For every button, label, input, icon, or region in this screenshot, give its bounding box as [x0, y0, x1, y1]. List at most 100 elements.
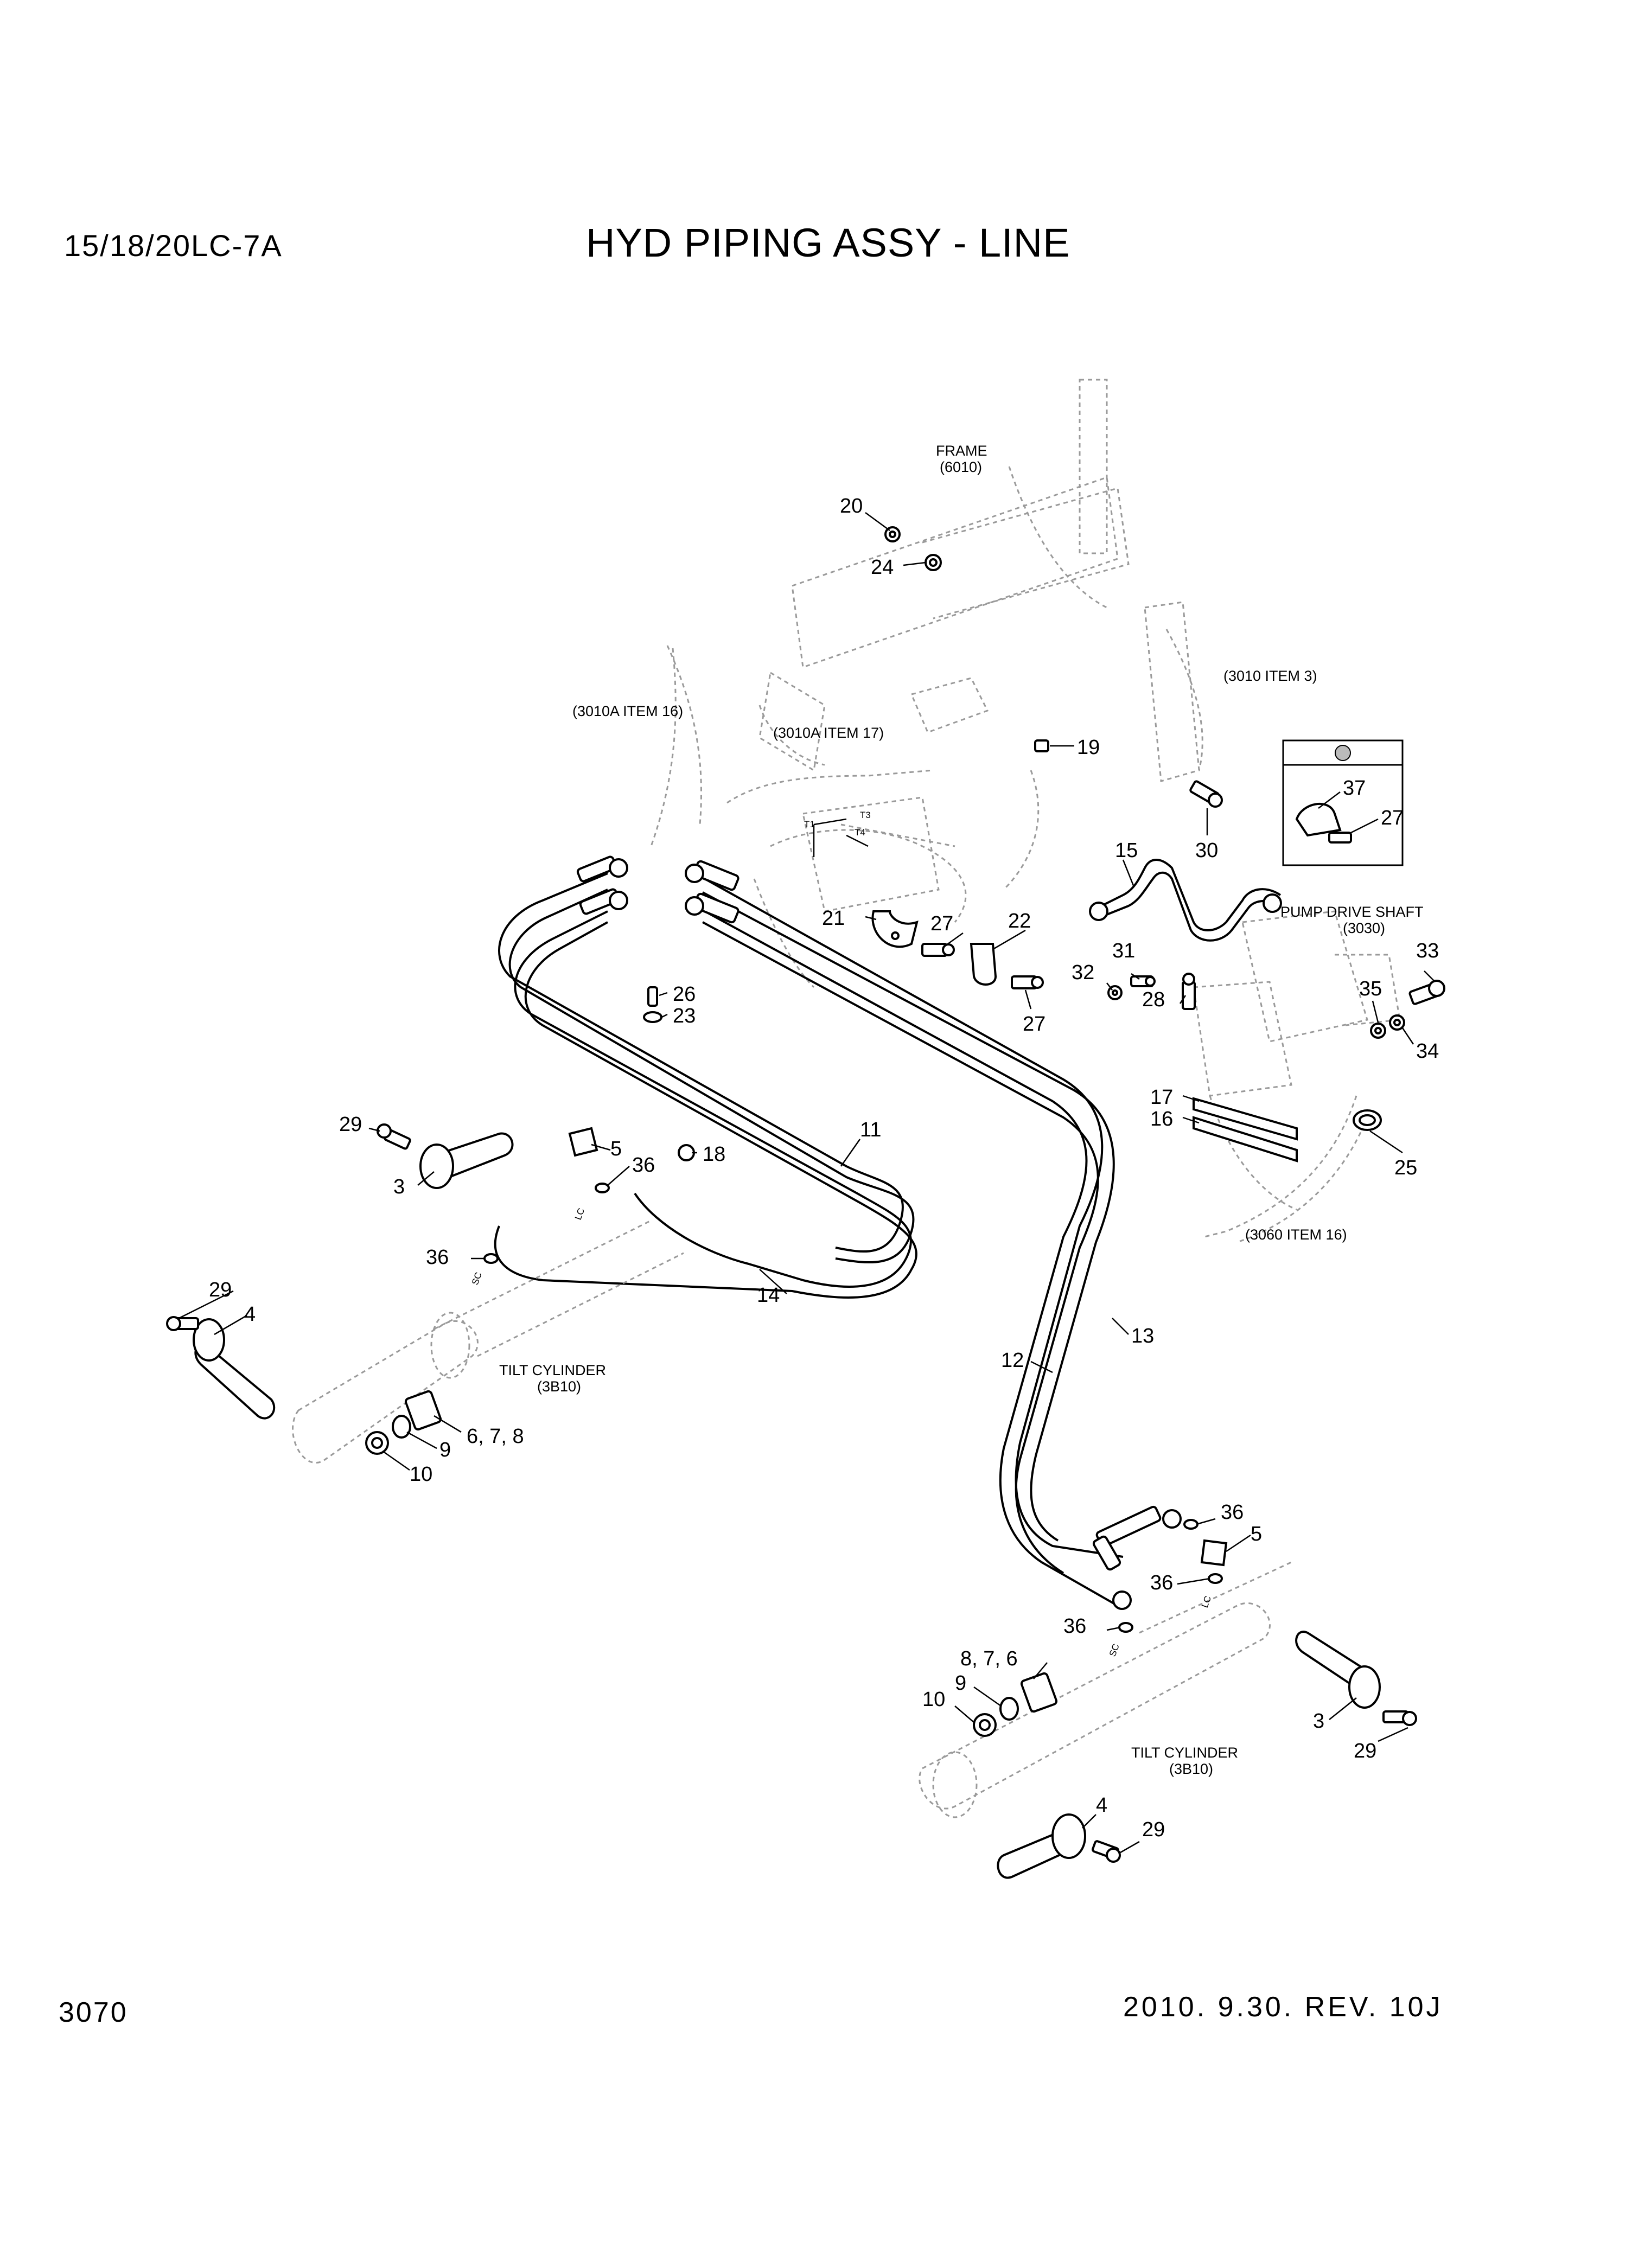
callout-678a: 6, 7, 8	[467, 1425, 524, 1448]
port-sc-right: SC	[1107, 1643, 1121, 1658]
callout-29d: 29	[1142, 1818, 1165, 1841]
callout-12: 12	[1001, 1349, 1024, 1372]
callout-30: 30	[1195, 839, 1218, 862]
callout-18: 18	[703, 1143, 725, 1166]
bushing-678-left[interactable]	[404, 1390, 442, 1431]
oring-36a[interactable]	[595, 1183, 610, 1193]
callout-34: 34	[1416, 1040, 1439, 1063]
callout-37: 37	[1343, 777, 1366, 800]
clamp-25[interactable]	[1353, 1109, 1382, 1131]
callout-29a: 29	[339, 1113, 362, 1136]
callout-35: 35	[1359, 978, 1382, 1000]
ref-pump-drive-shaft-code: (3030)	[1343, 920, 1385, 936]
page-number: 3070	[59, 1997, 128, 2028]
pump-outline	[1193, 910, 1401, 1243]
inset-clamp-detail	[1282, 739, 1404, 866]
callout-16: 16	[1150, 1108, 1173, 1130]
bolt-31[interactable]	[1130, 975, 1156, 987]
callout-36d: 36	[1150, 1571, 1173, 1594]
pin-3-right[interactable]	[1295, 1631, 1381, 1709]
hose-fittings-bottom-right[interactable]	[1092, 1505, 1182, 1610]
plug-18[interactable]	[678, 1144, 695, 1161]
callout-29b: 29	[209, 1279, 232, 1301]
washer-35[interactable]	[1370, 1023, 1386, 1039]
oring-36c[interactable]	[1183, 1519, 1198, 1530]
bushing-876-right[interactable]	[1020, 1672, 1058, 1713]
oring-36d[interactable]	[1208, 1573, 1223, 1584]
ref-tilt-cylinder-left: TILT CYLINDER	[499, 1362, 606, 1378]
pipe-15[interactable]	[1089, 859, 1282, 942]
clamp-22[interactable]	[970, 943, 997, 986]
bolt-27b[interactable]	[1011, 975, 1044, 989]
callout-29c: 29	[1354, 1740, 1376, 1762]
callout-3b: 3	[1313, 1710, 1324, 1733]
callout-36c: 36	[1221, 1501, 1244, 1524]
page-title: HYD PIPING ASSY - LINE	[586, 220, 1070, 265]
washer-34[interactable]	[1389, 1014, 1405, 1031]
washer-10-right[interactable]	[973, 1713, 997, 1737]
bolt-20[interactable]	[884, 526, 901, 542]
callout-32: 32	[1072, 961, 1094, 984]
callout-27-inset: 27	[1381, 807, 1404, 829]
nut-24[interactable]	[925, 554, 942, 571]
leader-lines	[178, 512, 1436, 1854]
bolt-26[interactable]	[647, 986, 658, 1007]
frame-outline	[650, 379, 1203, 988]
callout-28: 28	[1142, 988, 1165, 1011]
callout-36e: 36	[1063, 1615, 1086, 1638]
callout-31: 31	[1112, 940, 1135, 962]
elbow-5-left[interactable]	[568, 1127, 598, 1157]
bolt-29d[interactable]	[1092, 1840, 1121, 1863]
callout-27b: 27	[1023, 1013, 1046, 1036]
bolt-30[interactable]	[1189, 780, 1223, 808]
callout-21: 21	[822, 907, 845, 930]
clip-19[interactable]	[1034, 739, 1049, 752]
callout-4b: 4	[1096, 1794, 1107, 1817]
pin-4-right[interactable]	[997, 1813, 1086, 1879]
callout-22: 22	[1008, 910, 1031, 932]
ref-tilt-cylinder-right: TILT CYLINDER	[1131, 1745, 1238, 1761]
oring-36b[interactable]	[483, 1253, 499, 1264]
hose-14[interactable]	[494, 910, 917, 1299]
hose-fittings-top-left[interactable]	[576, 855, 628, 915]
callout-5a: 5	[610, 1138, 622, 1160]
port-sc-left: SC	[470, 1271, 484, 1287]
callout-33: 33	[1416, 940, 1439, 962]
bolt-29a[interactable]	[377, 1123, 411, 1150]
bolt-29c[interactable]	[1382, 1710, 1417, 1726]
oring-36e[interactable]	[1118, 1622, 1133, 1633]
port-t1: T1	[804, 819, 815, 829]
washer-23[interactable]	[643, 1011, 662, 1023]
ref-frame: FRAME	[936, 443, 987, 459]
callout-10a: 10	[410, 1463, 432, 1486]
washer-10-left[interactable]	[365, 1431, 389, 1455]
hose-13[interactable]	[702, 891, 1115, 1574]
strap-16[interactable]	[1193, 1116, 1298, 1162]
fitting-28[interactable]	[1182, 973, 1196, 1010]
part-callouts: 20 24 19 30 37 27 15 21 27 22 27 31 32 2…	[209, 495, 1439, 1841]
callout-19: 19	[1077, 736, 1100, 759]
callout-26: 26	[673, 983, 696, 1006]
ref-item-3010a-17: (3010A ITEM 17)	[773, 725, 884, 741]
hose-11[interactable]	[498, 872, 915, 1264]
bolt-27a[interactable]	[921, 943, 955, 957]
oring-9-right[interactable]	[999, 1697, 1019, 1721]
pin-4-left[interactable]	[193, 1318, 276, 1420]
callout-4a: 4	[244, 1303, 256, 1326]
callout-23: 23	[673, 1005, 696, 1027]
callout-876: 8, 7, 6	[960, 1647, 1018, 1670]
elbow-5-right[interactable]	[1200, 1539, 1228, 1567]
callout-9a: 9	[439, 1439, 451, 1461]
oring-9-left[interactable]	[392, 1415, 411, 1439]
bolt-29b[interactable]	[166, 1316, 199, 1331]
clamp-21[interactable]	[871, 910, 919, 948]
callout-36b: 36	[426, 1246, 449, 1269]
strap-17[interactable]	[1193, 1097, 1298, 1141]
pin-3-left[interactable]	[419, 1132, 514, 1189]
ref-frame-code: (6010)	[940, 459, 982, 475]
callout-20: 20	[840, 495, 863, 518]
hose-fittings-top-center[interactable]	[685, 860, 739, 924]
bolt-33[interactable]	[1408, 980, 1445, 1005]
callout-36a: 36	[632, 1154, 655, 1177]
